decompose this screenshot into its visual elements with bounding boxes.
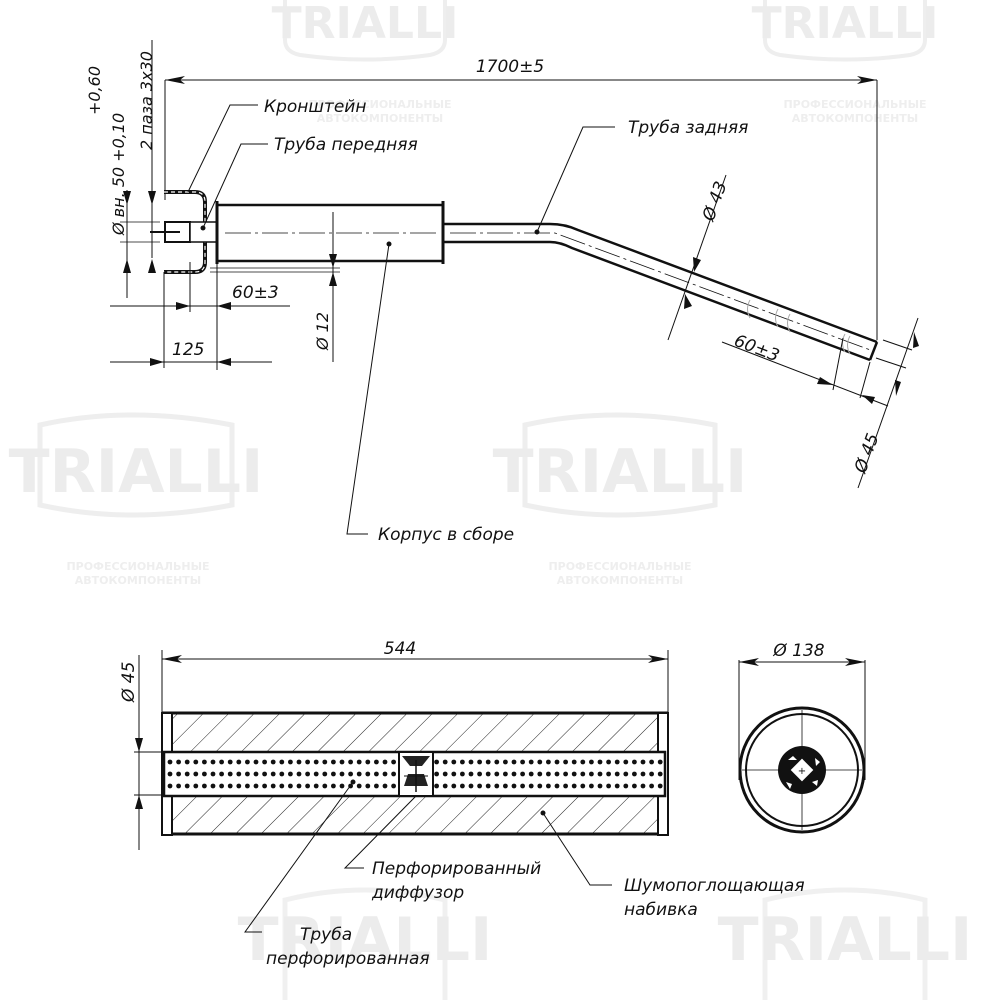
inlet-slots: 2 паза 3x30 <box>137 51 156 150</box>
label-front-pipe: Труба передняя <box>274 135 418 155</box>
overall-length-value: 1700±5 <box>476 57 544 77</box>
label-bracket: Кронштейн <box>264 97 366 117</box>
outlet-diameter: Ø 45 <box>851 431 884 477</box>
label-sound-absorbing-line2: набивка <box>624 900 698 920</box>
pipe-diameter-section: Ø 45 <box>119 662 139 703</box>
rear-pipe <box>443 222 879 362</box>
muffler-end-view: Ø 138 + <box>738 641 866 834</box>
rear-insert-dimension: 60±3 <box>731 331 782 366</box>
body-diameter-dimension: Ø 138 <box>772 641 824 661</box>
rear-pipe-diameter: Ø 43 <box>699 179 732 225</box>
muffler-section-view: 544 Ø 45 Ø 138 <box>119 639 866 969</box>
svg-text:АВТОКОМПОНЕНТЫ: АВТОКОМПОНЕНТЫ <box>317 112 443 125</box>
watermark-logo-midleft: TRIALLI <box>9 412 264 518</box>
svg-text:ПРОФЕССИОНАЛЬНЫЕ: ПРОФЕССИОНАЛЬНЫЕ <box>66 560 209 573</box>
front-offset-dimension: 125 <box>172 340 204 360</box>
label-perforated-pipe-line2: перфорированная <box>266 949 430 969</box>
body-length-dimension: 544 <box>384 639 416 659</box>
label-perforated-pipe-line1: Труба <box>300 925 352 945</box>
perforation-dots <box>167 759 663 789</box>
svg-text:+: + <box>798 766 806 777</box>
svg-text:АВТОКОМПОНЕНТЫ: АВТОКОМПОНЕНТЫ <box>557 574 683 587</box>
bracket-rod-diameter: Ø 12 <box>313 312 332 351</box>
watermark-logo-bottomcenter: TRIALLI <box>238 887 493 1000</box>
front-insert-dimension: 60±3 <box>232 283 279 303</box>
svg-text:АВТОКОМПОНЕНТЫ: АВТОКОМПОНЕНТЫ <box>75 574 201 587</box>
inlet-tolerance-upper: +0,60 <box>85 66 104 115</box>
svg-text:TRIALLI: TRIALLI <box>238 905 493 975</box>
inlet-inner-diameter: Ø вн. 50 +0,10 <box>109 113 128 236</box>
svg-text:TRIALLI: TRIALLI <box>272 0 459 49</box>
svg-text:TRIALLI: TRIALLI <box>718 905 973 975</box>
label-body-assembly: Корпус в сборе <box>378 525 514 545</box>
svg-text:ПРОФЕССИОНАЛЬНЫЕ: ПРОФЕССИОНАЛЬНЫЕ <box>308 98 451 111</box>
watermark-logo-topcenter: TRIALLI <box>272 0 459 62</box>
svg-text:TRIALLI: TRIALLI <box>752 0 939 49</box>
label-sound-absorbing-line1: Шумопоглощающая <box>624 876 805 896</box>
svg-text:ПРОФЕССИОНАЛЬНЫЕ: ПРОФЕССИОНАЛЬНЫЕ <box>783 98 926 111</box>
svg-text:TRIALLI: TRIALLI <box>493 437 748 507</box>
svg-text:ПРОФЕССИОНАЛЬНЫЕ: ПРОФЕССИОНАЛЬНЫЕ <box>548 560 691 573</box>
label-rear-pipe: Труба задняя <box>628 118 748 138</box>
watermark-logo-topright: TRIALLI <box>752 0 939 62</box>
svg-text:АВТОКОМПОНЕНТЫ: АВТОКОМПОНЕНТЫ <box>792 112 918 125</box>
svg-text:TRIALLI: TRIALLI <box>9 437 264 507</box>
assembly-top-view: 1700±5 +0,60 Ø вн. 50 +0,10 2 паза 3x30 … <box>85 40 919 545</box>
label-diffuser-line1: Перфорированный <box>372 859 541 879</box>
watermark-logo-bottomright: TRIALLI <box>718 887 973 1000</box>
watermark-group: TRIALLI TRIALLI ПРОФЕССИОНАЛЬНЫЕ АВТОКОМ… <box>9 0 973 1000</box>
watermark-logo-midcenter: TRIALLI <box>493 412 748 518</box>
label-diffuser-line2: диффузор <box>371 883 464 903</box>
